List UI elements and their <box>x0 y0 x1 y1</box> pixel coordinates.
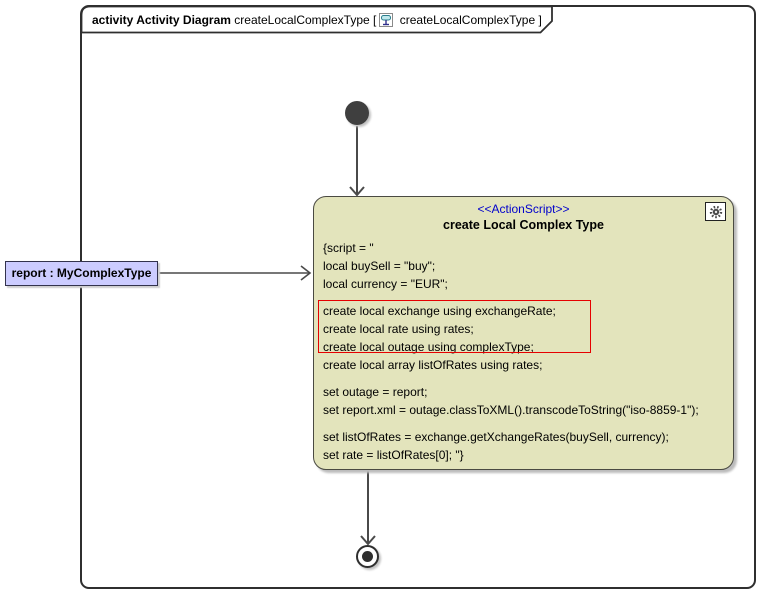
report-object-node[interactable]: report : MyComplexType <box>5 261 158 286</box>
script-line-blank <box>323 374 729 383</box>
final-node-dot <box>362 551 373 562</box>
activity-diagram-icon <box>379 13 394 27</box>
frame-diagram-name: createLocalComplexType <box>234 13 370 27</box>
control-flow-initial-to-action[interactable] <box>349 126 365 197</box>
script-line: local currency = "EUR"; <box>323 277 448 291</box>
gear-icon <box>705 202 726 221</box>
script-line: create local array listOfRates using rat… <box>323 358 543 372</box>
control-flow-action-to-final[interactable] <box>360 470 376 546</box>
action-node[interactable]: <<ActionScript>> create Local Complex Ty… <box>313 196 734 470</box>
script-line: set report.xml = outage.classToXML().tra… <box>323 403 699 417</box>
script-line-blank <box>323 419 729 428</box>
script-line-highlighted: create local exchange using exchangeRate… <box>323 304 556 318</box>
frame-title-tab[interactable]: activity Activity Diagram createLocalCom… <box>92 11 542 29</box>
action-stereotype: <<ActionScript>> <box>477 202 570 216</box>
frame-bracket-close: ] <box>538 13 542 27</box>
action-script-body: {script = " local buySell = "buy"; local… <box>323 239 729 464</box>
frame-kind-label: activity Activity Diagram <box>92 13 231 27</box>
script-line: set listOfRates = exchange.getXchangeRat… <box>323 430 669 444</box>
script-line: set rate = listOfRates[0]; "} <box>323 448 464 462</box>
activity-final-node[interactable] <box>356 545 379 568</box>
frame-context-name: createLocalComplexType <box>399 13 536 27</box>
object-flow-report-to-action[interactable] <box>158 265 312 281</box>
script-line: {script = " <box>323 241 374 255</box>
report-object-label: report : MyComplexType <box>11 266 152 280</box>
highlight-rectangle <box>318 300 591 353</box>
script-line-highlighted: create local rate using rates; <box>323 322 474 336</box>
action-name-label: create Local Complex Type <box>443 218 604 232</box>
script-line-highlighted: create local outage using complexType; <box>323 340 534 354</box>
frame-bracket-open: [ <box>373 13 377 27</box>
script-line: set outage = report; <box>323 385 428 399</box>
script-line: local buySell = "buy"; <box>323 259 436 273</box>
initial-node[interactable] <box>345 101 369 125</box>
